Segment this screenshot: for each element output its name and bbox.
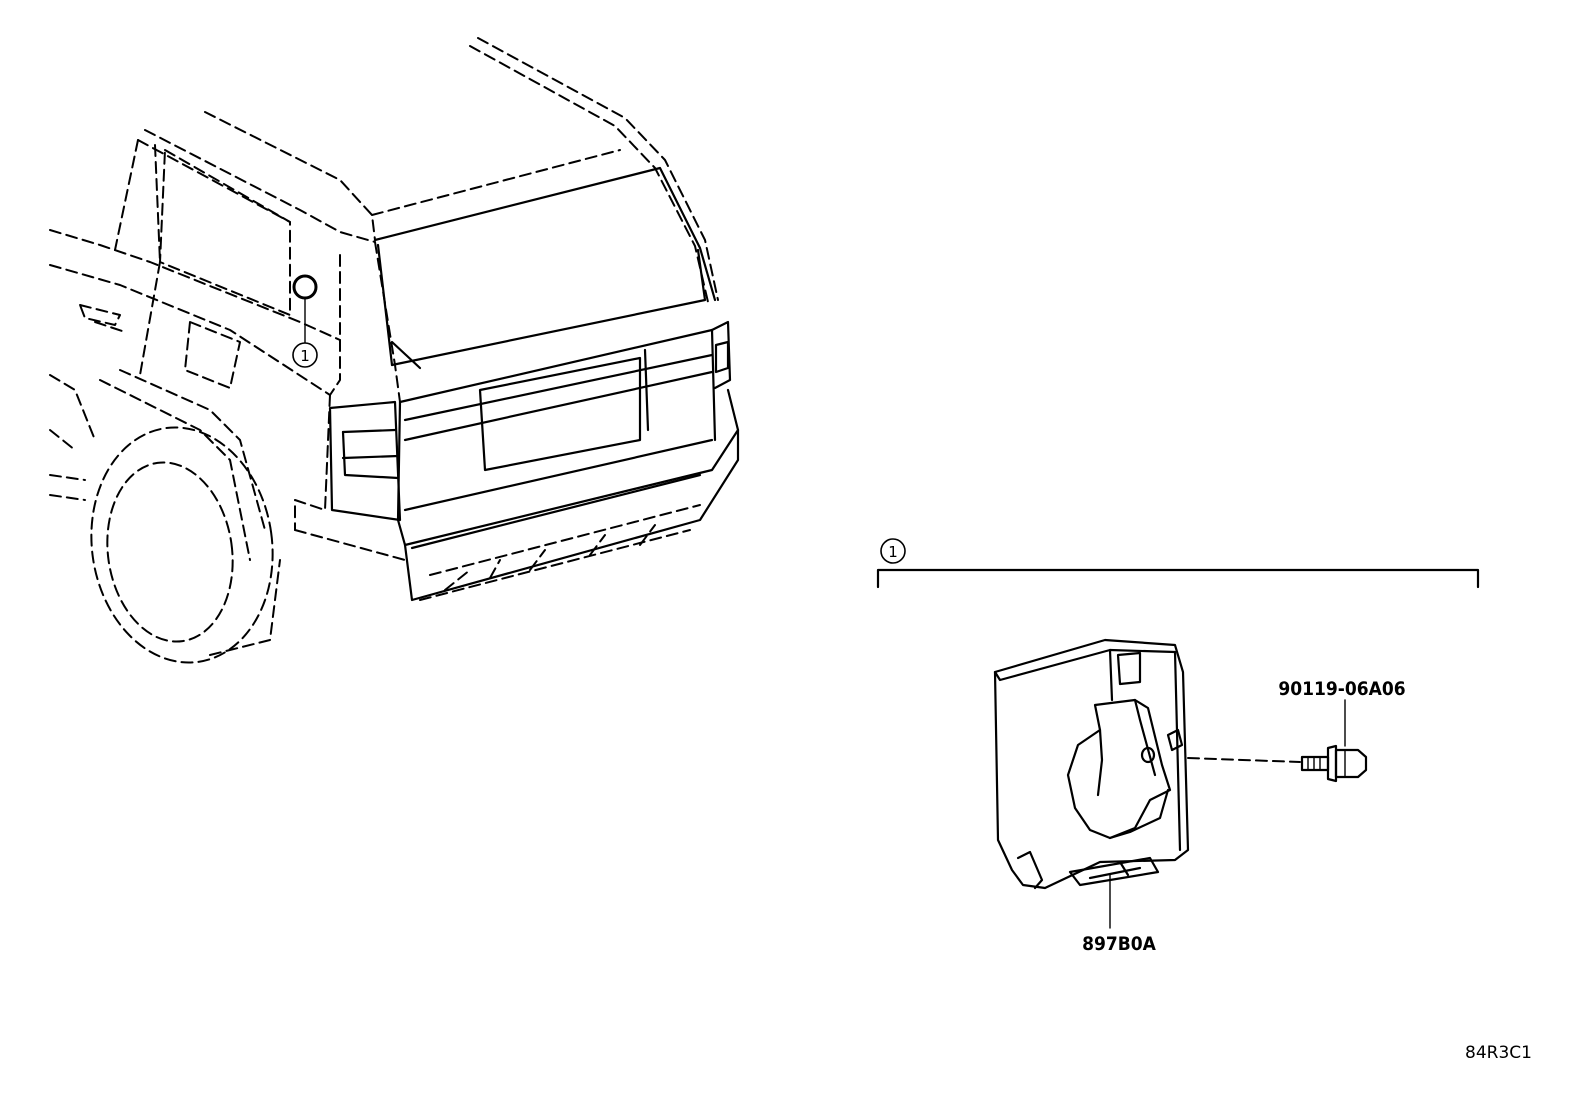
module-location-marker xyxy=(292,274,318,300)
control-module: 897B0A xyxy=(993,638,1190,955)
callout-vehicle-label: 1 xyxy=(300,347,310,365)
bolt: 90119-06A06 xyxy=(1187,678,1406,783)
bolt-part-number: 90119-06A06 xyxy=(1278,678,1405,700)
callout-circle-group xyxy=(880,538,906,564)
callout-circle-vehicle xyxy=(292,342,318,368)
group-bracket: 1 xyxy=(876,538,1480,589)
module-part-number: 897B0A xyxy=(1082,933,1157,955)
vehicle-outline: 1 xyxy=(49,37,740,664)
callout-group-label: 1 xyxy=(888,543,898,561)
illustration-code: 84R3C1 xyxy=(1465,1043,1532,1063)
